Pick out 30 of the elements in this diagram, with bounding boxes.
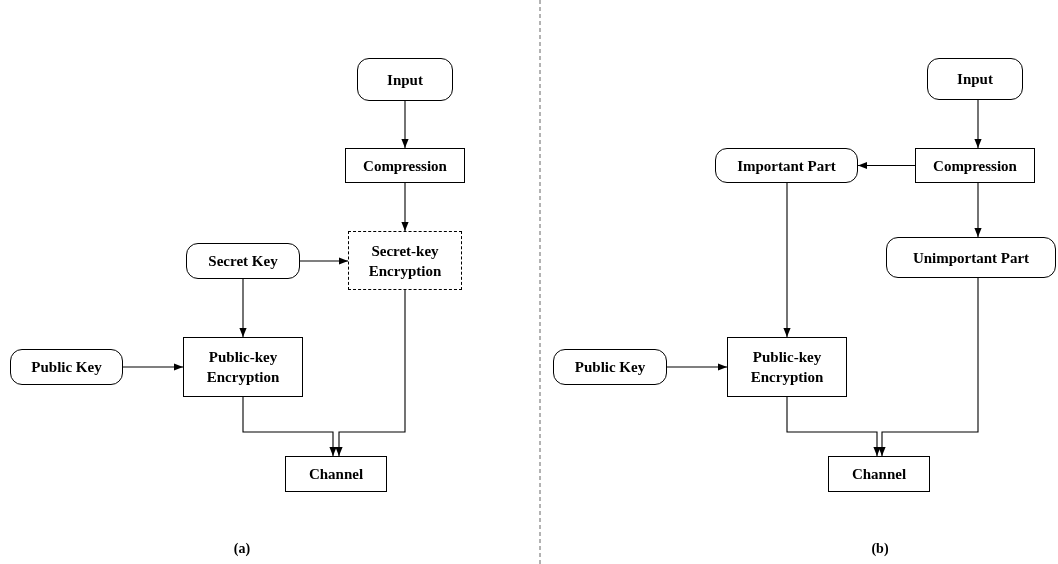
arrow bbox=[122, 363, 184, 371]
rounded-box: Input bbox=[357, 58, 453, 101]
panel-label: (a) bbox=[233, 539, 251, 558]
arrow bbox=[974, 99, 982, 149]
arrow bbox=[666, 363, 728, 371]
rounded-box: Public Key bbox=[10, 349, 123, 385]
process-box: Compression bbox=[345, 148, 465, 183]
dashed-process-box: Secret-key Encryption bbox=[348, 231, 462, 290]
rounded-box: Important Part bbox=[715, 148, 858, 183]
arrow bbox=[299, 257, 349, 265]
arrow bbox=[335, 289, 406, 457]
process-box: Public-key Encryption bbox=[183, 337, 303, 397]
process-box: Channel bbox=[828, 456, 930, 492]
arrow bbox=[974, 182, 982, 238]
rounded-box: Secret Key bbox=[186, 243, 300, 279]
arrow bbox=[401, 100, 409, 149]
arrow bbox=[239, 278, 247, 338]
arrow bbox=[786, 396, 881, 457]
rounded-box: Public Key bbox=[553, 349, 667, 385]
arrow bbox=[857, 161, 916, 170]
arrow bbox=[242, 396, 337, 457]
rounded-box: Unimportant Part bbox=[886, 237, 1056, 278]
process-box: Channel bbox=[285, 456, 387, 492]
panel-label: (b) bbox=[871, 539, 889, 558]
process-box: Public-key Encryption bbox=[727, 337, 847, 397]
arrow bbox=[878, 277, 979, 457]
process-box: Compression bbox=[915, 148, 1035, 183]
arrow bbox=[783, 182, 791, 338]
rounded-box: Input bbox=[927, 58, 1023, 100]
arrow bbox=[401, 182, 409, 232]
